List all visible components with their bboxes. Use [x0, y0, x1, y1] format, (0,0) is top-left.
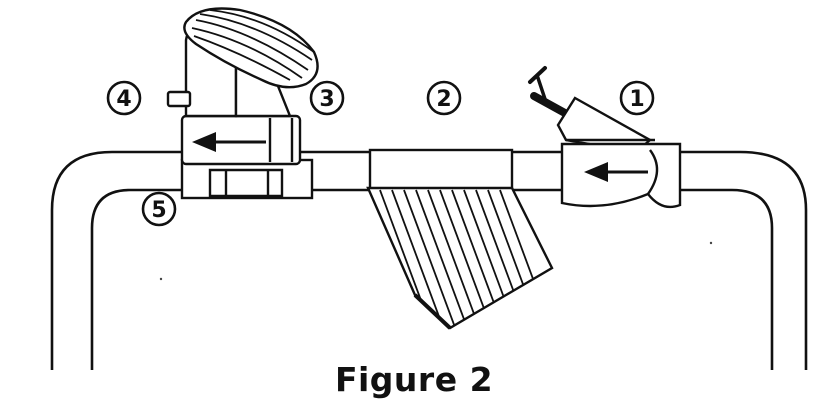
cap-ribs: [191, 9, 315, 81]
bypass-valve: [528, 66, 682, 209]
side-knob: [166, 90, 192, 108]
figure-caption: Figure 2: [334, 360, 494, 399]
svg-text:1: 1: [629, 87, 644, 112]
svg-text:4: 4: [116, 87, 131, 112]
valve-sleeve: [560, 142, 682, 209]
speck: [709, 241, 713, 245]
callout-2: 2: [426, 80, 462, 116]
union-nut: [208, 168, 284, 198]
speck: [159, 277, 163, 281]
valve-sleeve-curve: [647, 149, 659, 195]
callout-4: 4: [106, 80, 142, 116]
callout-1: 1: [619, 80, 655, 116]
filter-collar: [368, 148, 514, 192]
pump-assembly: [166, 7, 319, 200]
filter-pleat-housing: [366, 186, 554, 330]
pump-flow-arrow-head: [192, 132, 216, 152]
callout-5: 5: [141, 191, 177, 227]
callout-3: 3: [309, 80, 345, 116]
valve-flow-arrow-head: [584, 162, 608, 182]
svg-text:5: 5: [151, 198, 166, 223]
filter-cartridge: [366, 148, 554, 330]
svg-text:3: 3: [319, 87, 334, 112]
filter-end-cap: [413, 293, 452, 330]
svg-text:2: 2: [436, 87, 451, 112]
